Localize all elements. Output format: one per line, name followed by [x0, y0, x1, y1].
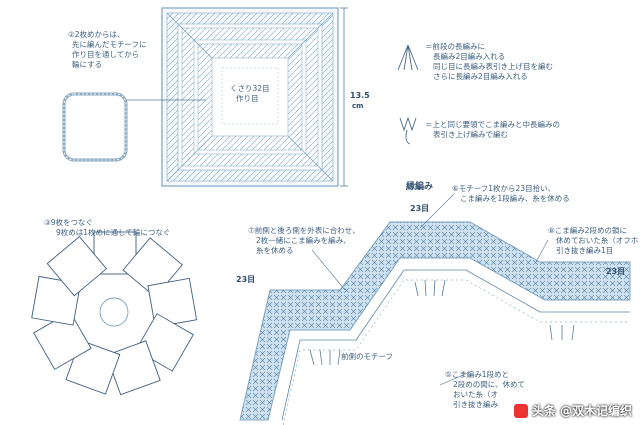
- front-motif-label: 前側のモチーフ: [341, 352, 394, 361]
- watermark-text: 头条 @双木记编织: [531, 404, 632, 418]
- step2-line: ②2枚めからは、: [68, 30, 125, 39]
- edging-note8: ⑧こま編み2段めの鎖に 休めておいた糸（オフホ 引き抜き編み1目: [548, 226, 638, 256]
- center-label-line: くさり32目: [230, 84, 270, 93]
- note8-line: 休めておいた糸（オフホ: [556, 236, 639, 245]
- note5-line: 2段めの間に、休めて: [453, 380, 526, 389]
- count-top: 23目: [410, 204, 430, 213]
- note5-line: 引き抜き編み: [453, 400, 498, 409]
- motif-square: [161, 7, 339, 187]
- edging-title: 縁編み: [406, 182, 434, 192]
- note6-line: ⑥モチーフ1枚から23目拾い、: [452, 184, 556, 193]
- step3-line: ③9枚をつなぐ: [44, 218, 93, 227]
- step3-line: 9枚めは1枚めに通して輪につなぐ: [56, 228, 171, 237]
- legend-line: ＝上と同じ要領でこま編みと中長編みの: [425, 120, 560, 129]
- legend-item2: ＝上と同じ要領でこま編みと中長編みの 表引き上げ編みで編む: [425, 120, 560, 140]
- step2-note: ②2枚めからは、 先に編んだモチーフに 作り目を通してから 輪にする: [68, 30, 147, 70]
- dimension-unit: cm: [352, 102, 364, 110]
- legend-line: さらに長編み2目編み入れる: [433, 72, 528, 81]
- dimension-value: 13.5: [350, 91, 370, 100]
- note5-line: ⑤こま編み1段めと: [445, 370, 509, 379]
- legend-line: 同じ目に長編み表引き上げ目を編む: [433, 62, 553, 71]
- dimension-label: 13.5 cm: [350, 90, 370, 112]
- star-assembly: [31, 231, 198, 396]
- ring-illustration: [62, 92, 206, 162]
- legend-line: 長編み2目編み入れる: [433, 52, 506, 61]
- toutiao-logo-icon: [513, 403, 528, 418]
- edging-band: [239, 193, 631, 425]
- note8-line: ⑧こま編み2段めの鎖に: [548, 226, 627, 235]
- step2-line: 輪にする: [72, 60, 103, 69]
- center-label-line: 作り目: [236, 94, 259, 103]
- legend-item1: ＝前段の長編みに 長編み2目編み入れる 同じ目に長編み表引き上げ目を編む さらに…: [425, 42, 553, 82]
- edging-note6: ⑥モチーフ1枚から23目拾い、 こま編みを1段編み、糸を休める: [452, 184, 570, 204]
- legend-line: ＝前段の長編みに: [425, 42, 485, 51]
- note7-line: 糸を休める: [256, 246, 294, 255]
- edging-note5: ⑤こま編み1段めと 2段めの間に、休めて おいた糸（オ 引き抜き編み: [445, 370, 525, 410]
- note8-line: 引き抜き編み1目: [556, 246, 614, 255]
- note5-line: おいた糸（オ: [453, 390, 498, 399]
- step3-note: ③9枚をつなぐ 9枚めは1枚めに通して輪につなぐ: [44, 218, 170, 238]
- dimension-line: [340, 7, 348, 187]
- legend-symbols: [397, 44, 419, 145]
- watermark: 头条 @双木记编织: [513, 402, 632, 419]
- step2-line: 作り目を通してから: [72, 50, 140, 59]
- step2-line: 先に編んだモチーフに: [72, 40, 147, 49]
- note7-line: 2枚一緒にこま編みを編み、: [256, 236, 351, 245]
- edging-note7: ⑦前側と後ろ側を外表に合わせ、 2枚一緒にこま編みを編み、 糸を休める: [248, 226, 360, 256]
- center-label: くさり32目 作り目: [230, 84, 270, 104]
- note7-line: ⑦前側と後ろ側を外表に合わせ、: [248, 226, 360, 235]
- legend-line: 表引き上げ編みで編む: [433, 130, 508, 139]
- count-right: 23目: [606, 267, 626, 276]
- note6-line: こま編みを1段編み、糸を休める: [460, 194, 570, 203]
- count-left: 23目: [236, 275, 256, 284]
